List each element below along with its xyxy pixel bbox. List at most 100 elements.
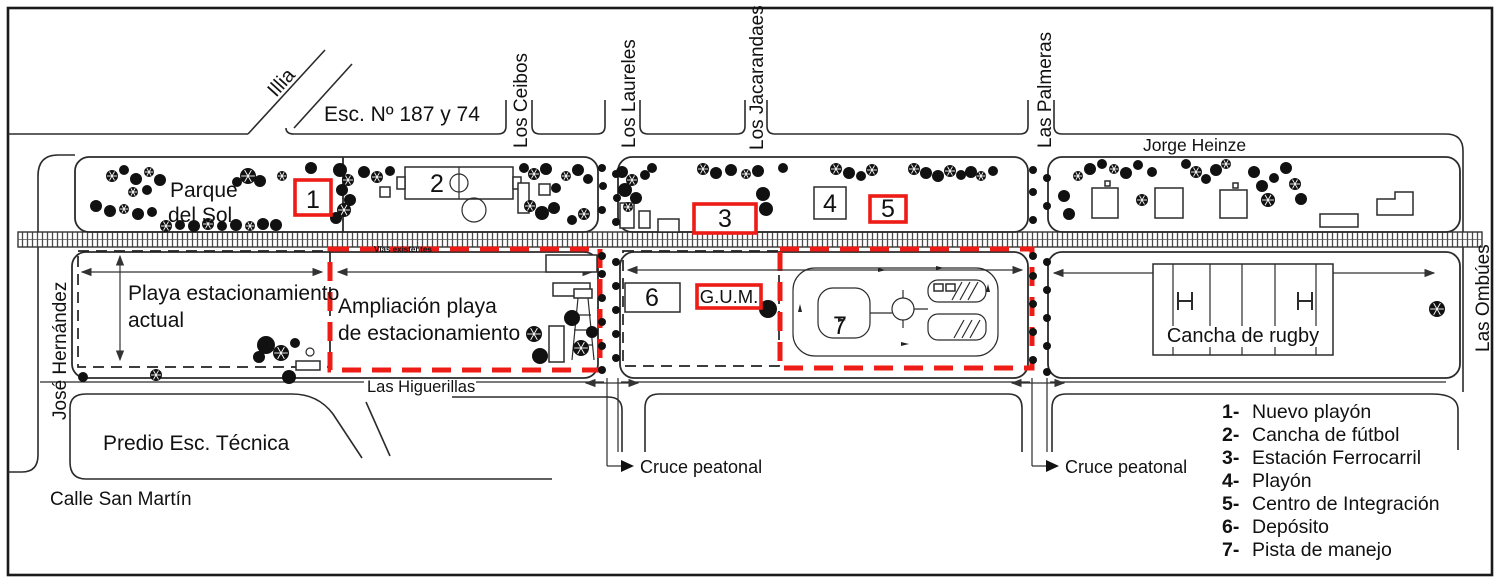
tree-icon [132, 208, 144, 220]
tree-icon-detail [1075, 172, 1081, 180]
tree-icon [1063, 208, 1075, 220]
tree-icon [385, 166, 395, 176]
tree-icon-detail [109, 171, 115, 181]
block-gum-pista [619, 251, 1029, 379]
tree-icon [104, 205, 116, 217]
tree-icon [188, 220, 200, 232]
legend-item-num: 3- [1222, 447, 1239, 469]
crossing-callouts: Cruce peatonal Cruce peatonal [606, 457, 1187, 477]
tree-icon [1269, 173, 1279, 183]
legend-item-label: Centro de Integración [1252, 493, 1440, 515]
tree-icon [253, 351, 265, 363]
tree-icon [612, 218, 620, 226]
playa-label-line2: actual [128, 309, 184, 332]
tree-icon [1043, 258, 1051, 266]
street-las-higuerillas: Las Higuerillas [367, 378, 475, 396]
tree-icon [1147, 167, 1157, 177]
legend-item-label: Playón [1252, 470, 1312, 492]
tree-icon-detail [1193, 167, 1199, 177]
legend-item-num: 4- [1222, 470, 1239, 492]
tree-icon [612, 354, 620, 362]
tree-icon [78, 372, 88, 382]
street-las-ombues: Las Ombúes [1473, 244, 1494, 352]
tree-icon-detail [153, 370, 159, 380]
legend-item-label: Estación Ferrocarril [1252, 447, 1421, 469]
tree-icon [142, 185, 152, 195]
tree-icon [956, 170, 966, 180]
tree-icon [282, 370, 296, 384]
marker-4: 4 [823, 190, 837, 218]
tree-icon [217, 221, 227, 231]
tree-icon [843, 167, 855, 179]
tree-icon-detail [1111, 165, 1117, 173]
tree-icon [1280, 162, 1292, 174]
map-labels: Esc. Nº 187 y 74 Illia Los Ceibos Los La… [50, 5, 1494, 510]
tree-icon [710, 167, 722, 179]
marker-2: 2 [430, 170, 444, 198]
cruce-peatonal-2: Cruce peatonal [1065, 457, 1187, 477]
street-calle-san-martin: Calle San Martín [50, 489, 192, 510]
marker-4-box [813, 186, 847, 220]
tree-icon [640, 170, 650, 180]
gum-box [695, 283, 763, 310]
marker-6-box [624, 282, 681, 313]
marker-7: 7 [833, 312, 847, 340]
arrow-right-icon [621, 460, 634, 472]
tree-icon [932, 170, 944, 182]
tree-icon [612, 170, 620, 178]
legend-item-num: 6- [1222, 516, 1239, 538]
marker-1-box [293, 178, 333, 217]
ampliacion-label-line2: de estacionamiento [338, 322, 520, 345]
tree-icon [330, 212, 342, 224]
tree-icon [551, 183, 561, 193]
tree-icon-detail [1139, 195, 1145, 205]
block-east-park [1047, 156, 1461, 233]
tree-icon [1043, 202, 1051, 210]
football-field [379, 166, 551, 223]
tree-icon [519, 163, 529, 173]
legend-item-label: Pista de manejo [1252, 539, 1392, 561]
tree-icon [333, 163, 347, 177]
tree-icon-detail [146, 168, 152, 176]
tree-icon [1256, 180, 1268, 192]
marker-5: 5 [881, 195, 895, 223]
street-las-palmeras: Las Palmeras [1035, 32, 1056, 148]
tree-icon-detail [205, 219, 211, 229]
tree-icon-detail [625, 203, 631, 211]
tree-icon-detail [869, 165, 875, 175]
vias-label: Vías existentes [374, 245, 432, 254]
tree-icon [1043, 314, 1051, 322]
tree-icon [759, 300, 777, 318]
tree-symbols [78, 159, 1445, 384]
tree-icon-detail [530, 327, 538, 341]
tree-icon [1043, 368, 1051, 376]
tree-icon-detail [244, 169, 252, 183]
tree-icon [572, 164, 584, 176]
tree-icon [598, 164, 606, 172]
legend-item-num: 1- [1222, 401, 1239, 423]
tree-icon [119, 165, 129, 175]
tree-icon [257, 218, 269, 230]
tree-icon [988, 166, 998, 176]
tree-icon [532, 348, 548, 364]
tree-icon-detail [340, 204, 348, 216]
tree-icon [725, 164, 737, 176]
tree-icon [130, 173, 142, 185]
tree-icon-detail [531, 169, 537, 179]
tree-icon [358, 166, 370, 178]
street-jorge-heinze: Jorge Heinze [1143, 135, 1246, 155]
tree-icon [567, 215, 577, 225]
tree-icon [612, 306, 620, 314]
tree-icon-detail [163, 221, 169, 231]
tree-icon-detail [947, 166, 953, 176]
tree-icon-detail [277, 346, 285, 360]
tree-icon-detail [1292, 179, 1298, 189]
tree-icon [1084, 163, 1096, 175]
tree-icon-detail [833, 164, 839, 174]
tree-icon-detail [247, 222, 253, 230]
tree-icon-detail [1264, 194, 1272, 206]
legend-item-label: Cancha de fútbol [1252, 424, 1399, 446]
marker-boxes: 1 2 3 4 5 6 7 G.U.M. [293, 170, 908, 340]
